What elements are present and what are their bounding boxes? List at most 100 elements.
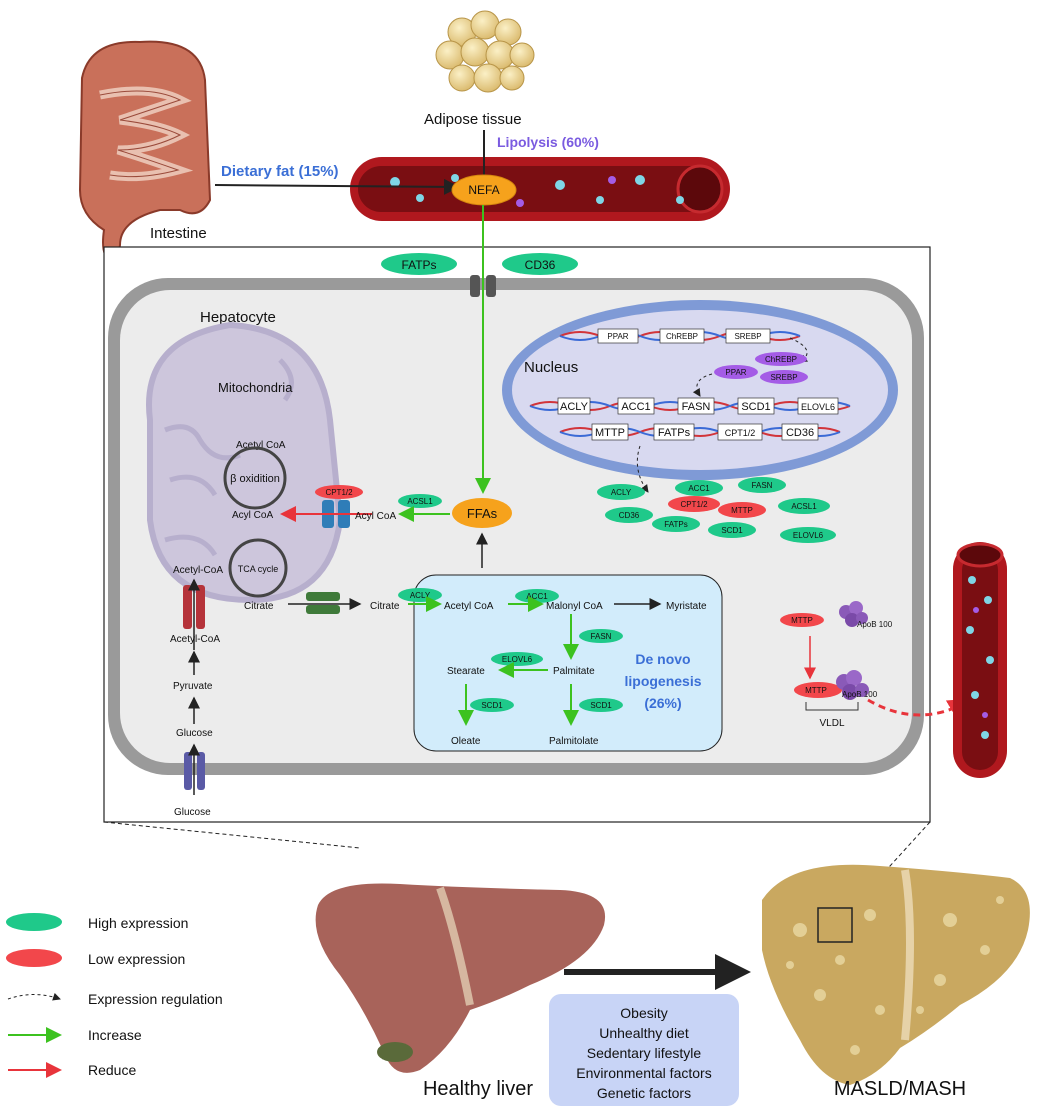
dnl-elovl6-label: ELOVL6 (502, 655, 533, 664)
protein-cpt-badge (668, 496, 720, 512)
legend-reduce-label: Reduce (88, 1062, 136, 1078)
cd36-membrane-badge (502, 253, 578, 275)
legend-regulation-label: Expression regulation (88, 991, 223, 1007)
dna-box-scd1 (737, 397, 775, 415)
risk-factors-box (549, 994, 739, 1106)
cyto-glucose-in: Glucose (176, 728, 213, 739)
mito-acetyl-coa-in: Acetyl-CoA (173, 565, 223, 576)
protein-mttp-badge (718, 502, 766, 518)
dna-box-mttp (591, 423, 629, 441)
tf-ppar-badge (714, 365, 758, 379)
mito-acyl-coa: Acyl CoA (232, 510, 273, 521)
dna-label-acly: ACLY (560, 401, 589, 413)
tf-srebp-label: SREBP (770, 373, 797, 382)
intestine-illustration (78, 40, 212, 262)
protein-fasn-label: FASN (752, 481, 773, 490)
disease-liver-label: MASLD/MASH (834, 1078, 966, 1100)
dna-box-cpt (717, 423, 763, 441)
dna-label-cpt: CPT1/2 (725, 428, 756, 438)
vldl-mttp-b-badge (794, 682, 842, 698)
dnl-acc1-label: ACC1 (526, 592, 548, 601)
glut-channel-right (197, 752, 205, 790)
dna-box-ppar (597, 328, 639, 344)
dnl-scd1-b-label: SCD1 (590, 701, 612, 710)
ffas-label: FFAs (467, 506, 498, 521)
tca-label: TCA cycle (238, 564, 279, 574)
blood-vessel-right (953, 542, 1007, 778)
dnl-title-1: De novo (635, 651, 690, 667)
mitochondria-label: Mitochondria (218, 380, 293, 395)
dnl-fasn-label: FASN (591, 632, 612, 641)
dnl-malonyl-coa: Malonyl CoA (546, 601, 603, 612)
vldl-bracket (805, 702, 859, 711)
dnl-title-3: (26%) (644, 695, 681, 711)
tf-srebp-badge (760, 370, 808, 384)
dietary-fat-arrow (214, 178, 460, 195)
legend-increase-label: Increase (88, 1027, 142, 1043)
dna-label-elovl6: ELOVL6 (801, 402, 835, 412)
cpt-mito-label: CPT1/2 (325, 488, 353, 497)
protein-acly-badge (597, 484, 645, 500)
regulation-arrow-3 (636, 445, 649, 493)
dna-box-fasn (677, 397, 715, 415)
apob-cluster-b (836, 670, 869, 700)
protein-acly-label: ACLY (611, 488, 632, 497)
cpt-mito-badge (315, 485, 363, 499)
dnl-myristate: Myristate (666, 601, 707, 612)
factor-0: Obesity (620, 1005, 667, 1021)
protein-elovl6-label: ELOVL6 (793, 531, 824, 540)
dietary-fat-label: Dietary fat (15%) (221, 163, 339, 180)
fatps-membrane-label: FATPs (401, 258, 436, 272)
dnl-palmitate: Palmitate (553, 666, 595, 677)
tca-cycle (228, 538, 288, 598)
legend-regulation-swatch (7, 992, 61, 1001)
protein-acc1-badge (675, 480, 723, 496)
vldl-mttp-b-label: MTTP (805, 686, 827, 695)
zoom-line-left (103, 821, 361, 849)
cyto-citrate: Citrate (370, 601, 400, 612)
protein-acsl1-badge (778, 498, 830, 514)
legend-high-label: High expression (88, 915, 188, 931)
dnl-fasn-badge (579, 629, 623, 643)
legend-high-swatch (6, 913, 62, 931)
glut-channel-left (184, 752, 192, 790)
nucleus-label: Nucleus (524, 359, 578, 376)
protein-fatps-badge (652, 516, 700, 532)
factor-1: Unhealthy diet (599, 1025, 689, 1041)
acsl1-badge (398, 494, 442, 508)
fatty-liver-illustration (762, 864, 1030, 1085)
protein-mttp-label: MTTP (731, 506, 753, 515)
vldl-mttp-a-badge (780, 613, 824, 627)
healthy-liver-illustration (315, 883, 606, 1073)
hepatocyte-label: Hepatocyte (200, 309, 276, 326)
factor-3: Environmental factors (576, 1065, 711, 1081)
dna-label-cd36: CD36 (786, 427, 814, 439)
apob-cluster-a (839, 601, 868, 627)
dna-label-scd1: SCD1 (741, 401, 770, 413)
dnl-palmitolate: Palmitolate (549, 736, 599, 747)
tf-chrebp-badge (755, 352, 807, 366)
nefa-label: NEFA (468, 183, 499, 197)
dna-box-chrebp (659, 328, 705, 344)
vldl-apob-a-label: ApoB 100 (857, 620, 893, 629)
dna-label-chrebp: ChREBP (666, 332, 698, 341)
zoom-square (817, 907, 853, 943)
acetyl-channel-left (183, 585, 192, 629)
dna-label-fatps: FATPs (658, 427, 691, 439)
protein-fatps-label: FATPs (664, 520, 687, 529)
citrate-channel-top (306, 592, 340, 601)
legend-low-swatch (6, 949, 62, 967)
dna-label-srebp: SREBP (734, 332, 761, 341)
beta-oxidation-cycle (223, 446, 287, 510)
dna-box-acc1 (617, 397, 655, 415)
blood-vessel-top (350, 157, 730, 221)
legend-low-label: Low expression (88, 951, 185, 967)
protein-scd1-label: SCD1 (721, 526, 743, 535)
fatps-membrane-badge (381, 253, 457, 275)
membrane-channel-left (470, 275, 480, 297)
dnl-scd1-a-label: SCD1 (481, 701, 503, 710)
cyto-pyruvate: Pyruvate (173, 681, 213, 692)
mito-acetyl-coa-top: Acetyl CoA (236, 440, 286, 451)
mito-citrate: Citrate (244, 601, 274, 612)
